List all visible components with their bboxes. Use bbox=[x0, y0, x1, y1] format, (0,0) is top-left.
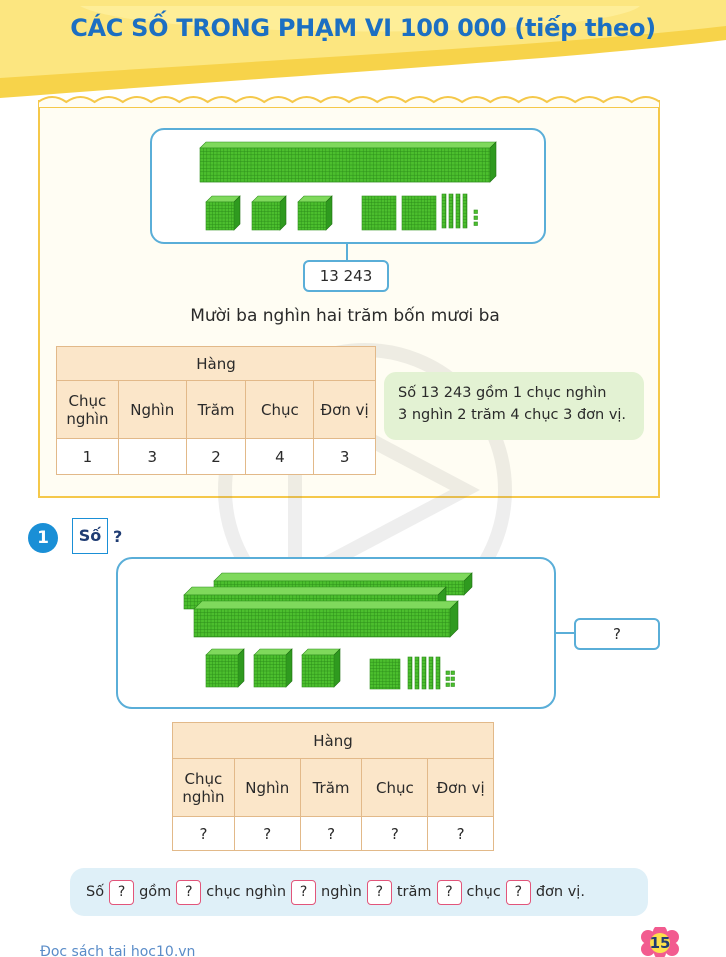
col-tram: Trăm bbox=[185, 380, 247, 439]
fill-in-sentence: Số ? gồm ? chục nghìn ? nghìn ? trăm ? c… bbox=[70, 868, 648, 916]
table-group-header: Hàng bbox=[56, 346, 376, 381]
number-words: Mười ba nghìn hai trăm bốn mươi ba bbox=[190, 306, 500, 326]
col-don-vi: Đơn vị bbox=[313, 380, 376, 439]
col-chuc-nghin: Chục nghìn bbox=[56, 380, 119, 439]
col-don-vi: Đơn vị bbox=[427, 758, 494, 817]
exercise-question-mark: ? bbox=[113, 527, 123, 546]
answer-cell[interactable]: ? bbox=[427, 816, 494, 851]
blank-box[interactable]: ? bbox=[505, 879, 531, 905]
connector-line bbox=[556, 632, 576, 634]
blank-box[interactable]: ? bbox=[366, 879, 392, 905]
sentence-word: trăm bbox=[396, 884, 432, 900]
note-line: 3 nghìn 2 trăm 4 chục 3 đơn vị. bbox=[398, 407, 627, 423]
table-group-header: Hàng bbox=[172, 722, 494, 759]
answer-cell[interactable]: ? bbox=[172, 816, 235, 851]
blank-box[interactable]: ? bbox=[176, 879, 202, 905]
page-header: CÁC SỐ TRONG PHẠM VI 100 000 (tiếp theo) bbox=[0, 0, 726, 100]
blank-box[interactable]: ? bbox=[109, 879, 135, 905]
table-cell: 4 bbox=[245, 438, 315, 475]
table-cell: 1 bbox=[56, 438, 119, 475]
page-flower-icon bbox=[641, 927, 679, 957]
page-title: CÁC SỐ TRONG PHẠM VI 100 000 (tiếp theo) bbox=[70, 14, 656, 42]
exercise-number-badge: 1 bbox=[28, 523, 58, 553]
place-value-table: Hàng Chục nghìn Nghìn Trăm Chục Đơn vị 1… bbox=[56, 346, 376, 475]
note-line: Số 13 243 gồm 1 chục nghìn bbox=[398, 385, 607, 401]
number-box: 13 243 bbox=[303, 260, 389, 292]
table-cell: 3 bbox=[313, 438, 376, 475]
sentence-word: chục bbox=[466, 884, 501, 900]
answer-cell[interactable]: ? bbox=[233, 816, 301, 851]
blank-box[interactable]: ? bbox=[436, 879, 462, 905]
answer-cell[interactable]: ? bbox=[361, 816, 429, 851]
answer-cell[interactable]: ? bbox=[299, 816, 363, 851]
col-nghin: Nghìn bbox=[117, 380, 187, 439]
exercise-label: Số bbox=[72, 518, 108, 554]
footer-text: Đọc sách tại hoc10.vn bbox=[40, 944, 196, 957]
col-tram: Trăm bbox=[299, 758, 363, 817]
col-chuc-nghin: Chục nghìn bbox=[172, 758, 235, 817]
sentence-word: chục nghìn bbox=[206, 884, 287, 900]
connector-line bbox=[346, 244, 348, 262]
block-model-13243 bbox=[150, 128, 546, 244]
answer-box[interactable]: ? bbox=[574, 618, 660, 650]
col-chuc: Chục bbox=[361, 758, 429, 817]
col-chuc: Chục bbox=[245, 380, 315, 439]
sentence-word: gồm bbox=[139, 884, 172, 900]
block-model-exercise bbox=[116, 557, 556, 709]
sentence-word: đơn vị. bbox=[535, 884, 585, 900]
table-cell: 2 bbox=[185, 438, 247, 475]
blank-box[interactable]: ? bbox=[291, 879, 317, 905]
page-number: 15 bbox=[649, 934, 671, 952]
explanation-note: Số 13 243 gồm 1 chục nghìn 3 nghìn 2 tră… bbox=[384, 372, 644, 440]
table-cell: 3 bbox=[117, 438, 187, 475]
col-nghin: Nghìn bbox=[233, 758, 301, 817]
scallop-border bbox=[38, 96, 660, 108]
sentence-word: Số bbox=[86, 884, 105, 900]
exercise-place-value-table: Hàng Chục nghìn Nghìn Trăm Chục Đơn vị ?… bbox=[172, 722, 494, 851]
sentence-word: nghìn bbox=[321, 884, 362, 900]
